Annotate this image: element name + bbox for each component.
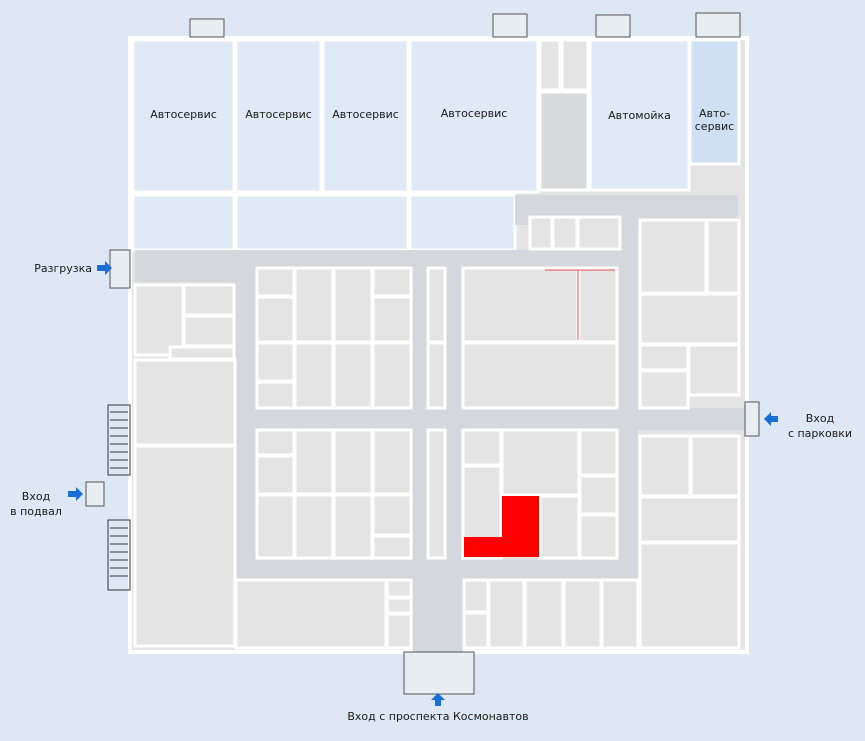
label-autoservice-1: Автосервис bbox=[150, 108, 217, 121]
label-autoservice-3: Автосервис bbox=[332, 108, 399, 121]
autoservice-annex-2[interactable] bbox=[234, 193, 410, 252]
autoservice-room-small[interactable] bbox=[688, 38, 741, 166]
autoservice-room-3[interactable] bbox=[321, 38, 410, 194]
staircase-top-2 bbox=[560, 38, 590, 92]
autoservice-annex-3[interactable] bbox=[408, 193, 517, 252]
label-carwash: Автомойка bbox=[608, 109, 671, 122]
autoservice-blocks bbox=[131, 38, 741, 252]
autoservice-annex-1[interactable] bbox=[131, 193, 236, 252]
stairs-left bbox=[107, 404, 131, 591]
left-rooms bbox=[133, 283, 237, 648]
label-basement-line2: в подвал bbox=[10, 505, 62, 518]
top-docks bbox=[189, 12, 741, 38]
label-autoservice-4: Автосервис bbox=[440, 107, 508, 120]
arrow-icon bbox=[764, 412, 778, 426]
label-unloading: Разгрузка bbox=[34, 262, 92, 275]
label-parking-line1: Вход bbox=[805, 412, 835, 425]
autoservice-room-2[interactable] bbox=[234, 38, 323, 194]
staircase-top bbox=[538, 38, 562, 92]
label-basement-line1: Вход bbox=[21, 490, 51, 503]
arrow-icon bbox=[97, 261, 112, 275]
right-rooms bbox=[528, 215, 741, 650]
staircase-room bbox=[538, 90, 590, 192]
autoservice-room-1[interactable] bbox=[131, 38, 236, 194]
shop-block-sw bbox=[255, 428, 447, 560]
label-autoservice-small-1: Авто- bbox=[698, 107, 731, 120]
autoservice-room-4[interactable] bbox=[408, 38, 540, 194]
label-autoservice-small-2: сервис bbox=[694, 120, 735, 133]
carwash-room[interactable] bbox=[588, 38, 691, 192]
arrow-icon bbox=[68, 487, 83, 501]
shop-block-ne bbox=[461, 266, 619, 410]
label-autoservice-2: Автосервис bbox=[245, 108, 312, 121]
shop-block-nw bbox=[255, 266, 447, 410]
label-parking-line2: с парковки bbox=[787, 427, 853, 440]
bottom-rooms bbox=[234, 578, 640, 650]
highlighted-unit[interactable] bbox=[464, 496, 539, 557]
label-main-entrance: Вход с проспекта Космонавтов bbox=[347, 710, 529, 723]
arrow-icon bbox=[431, 693, 445, 706]
